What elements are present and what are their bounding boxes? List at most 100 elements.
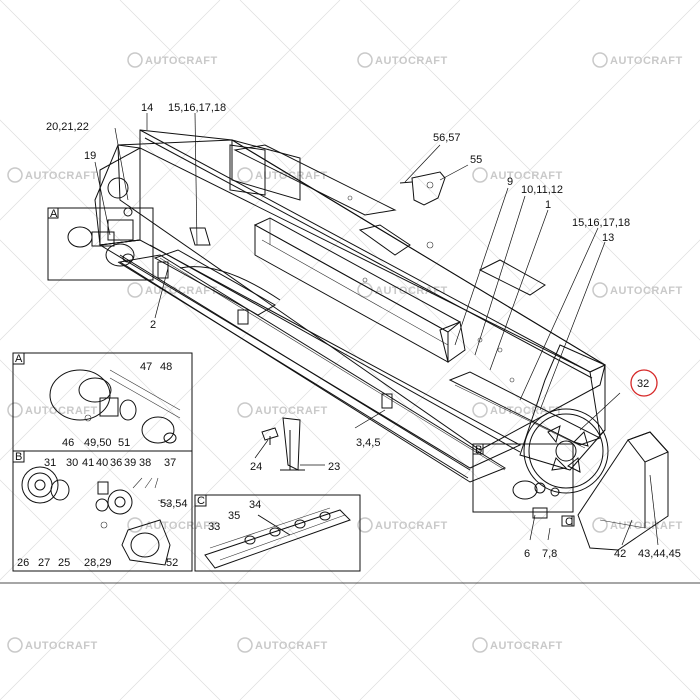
- watermark-text: AUTOCRAFT: [490, 405, 563, 417]
- inset-c-panel: [194, 494, 361, 572]
- callout-label: 34: [249, 499, 261, 511]
- watermark-text: AUTOCRAFT: [145, 520, 218, 532]
- watermark-text: AUTOCRAFT: [25, 640, 98, 652]
- guide-bracket-parts: [261, 417, 305, 471]
- callout-label: 14: [141, 102, 153, 114]
- callout-label: 2: [150, 319, 156, 331]
- callout-labels: 14 15,16,17,18 20,21,22 19 56,57 55 9 10…: [17, 102, 681, 569]
- watermark-text: AUTOCRAFT: [610, 55, 683, 67]
- autocraft-logo-icon: [127, 517, 143, 533]
- autocraft-logo-icon: [357, 282, 373, 298]
- callout-label: 30: [66, 457, 78, 469]
- watermark: AUTOCRAFT: [237, 637, 328, 653]
- detail-letter: A: [50, 208, 58, 220]
- watermark: AUTOCRAFT: [472, 167, 562, 183]
- callout-label: 41: [82, 457, 94, 469]
- callout-label: 28,29: [84, 557, 112, 569]
- watermark: AUTOCRAFT: [237, 402, 328, 418]
- detail-letter: A: [15, 353, 23, 365]
- callout-label: 35: [228, 510, 240, 522]
- autocraft-logo-icon: [472, 402, 488, 418]
- callout-label: 6: [524, 548, 530, 560]
- watermark-text: AUTOCRAFT: [255, 640, 328, 652]
- autocraft-logo-icon: [7, 402, 23, 418]
- watermark: AUTOCRAFT: [7, 167, 98, 183]
- callout-label: 20,21,22: [46, 121, 89, 133]
- callout-label: 3,4,5: [356, 437, 380, 449]
- watermark: AUTOCRAFT: [357, 517, 447, 533]
- watermark-text: AUTOCRAFT: [25, 170, 98, 182]
- watermark: AUTOCRAFT: [592, 282, 683, 298]
- left-drive-detail: [47, 207, 154, 281]
- autocraft-logo-icon: [592, 52, 608, 68]
- callout-label: 1: [545, 199, 551, 211]
- watermark-text: AUTOCRAFT: [375, 55, 448, 67]
- callout-label: 49,50: [84, 437, 112, 449]
- callout-label: 48: [160, 361, 172, 373]
- watermark-text: AUTOCRAFT: [255, 405, 328, 417]
- callout-label: 7,8: [542, 548, 557, 560]
- watermark-text: AUTOCRAFT: [25, 405, 98, 417]
- autocraft-logo-icon: [592, 282, 608, 298]
- callout-label: 53,54: [160, 498, 188, 510]
- callout-label: 10,11,12: [521, 184, 563, 196]
- callout-label: 19: [84, 150, 96, 162]
- watermark-text: AUTOCRAFT: [375, 285, 448, 297]
- watermark: AUTOCRAFT: [127, 517, 218, 533]
- detail-letter: B: [15, 451, 22, 463]
- autocraft-logo-icon: [7, 167, 23, 183]
- autocraft-logo-icon: [592, 517, 608, 533]
- callout-label: 38: [139, 457, 151, 469]
- callout-label: 23: [328, 461, 340, 473]
- callout-label: 56,57: [433, 132, 461, 144]
- autocraft-logo-icon: [472, 637, 488, 653]
- autocraft-logo-icon: [127, 282, 143, 298]
- watermark: AUTOCRAFT: [592, 52, 683, 68]
- watermark: AUTOCRAFT: [7, 637, 98, 653]
- detail-box-letters: A B C A B C: [15, 208, 573, 528]
- watermark: AUTOCRAFT: [472, 637, 563, 653]
- callout-label: 33: [208, 521, 220, 533]
- callout-label: 15,16,17,18: [168, 102, 226, 114]
- header-frame-assembly: [94, 129, 607, 483]
- watermark-text: AUTOCRAFT: [145, 55, 218, 67]
- callout-label: 9: [507, 176, 513, 188]
- autocraft-logo-icon: [357, 517, 373, 533]
- callout-label: 13: [602, 232, 614, 244]
- autocraft-logo-icon: [237, 167, 253, 183]
- callout-leaders: [94, 112, 659, 546]
- autocraft-logo-icon: [237, 637, 253, 653]
- watermark-text: AUTOCRAFT: [610, 285, 683, 297]
- callout-label: 15,16,17,18: [572, 217, 630, 229]
- callout-label: 25: [58, 557, 70, 569]
- watermark: AUTOCRAFT: [7, 402, 98, 418]
- callout-label: 42: [614, 548, 626, 560]
- highlight-label: 32: [637, 378, 649, 390]
- detail-letter: B: [475, 444, 482, 456]
- highlight-ring: [630, 369, 658, 397]
- callout-label: 51: [118, 437, 130, 449]
- callout-label: 52: [166, 557, 178, 569]
- callout-label: 46: [62, 437, 74, 449]
- autocraft-logo-icon: [357, 52, 373, 68]
- watermark: AUTOCRAFT: [592, 517, 682, 533]
- callout-label: 55: [470, 154, 482, 166]
- callout-label: 39: [124, 457, 136, 469]
- autocraft-logo-icon: [7, 637, 23, 653]
- autocraft-logo-icon: [237, 402, 253, 418]
- inset-b-panel: [12, 450, 193, 572]
- watermark-text: AUTOCRAFT: [490, 640, 563, 652]
- right-drive-detail: [472, 408, 609, 527]
- autocraft-logo-icon: [127, 52, 143, 68]
- callout-label: 43,44,45: [638, 548, 681, 560]
- callout-label: 37: [164, 457, 176, 469]
- watermark: AUTOCRAFT: [357, 52, 448, 68]
- callout-label: 26: [17, 557, 29, 569]
- autocraft-logo-icon: [472, 167, 488, 183]
- callout-label: 24: [250, 461, 262, 473]
- watermark: AUTOCRAFT: [472, 402, 563, 418]
- watermark: AUTOCRAFT: [127, 52, 218, 68]
